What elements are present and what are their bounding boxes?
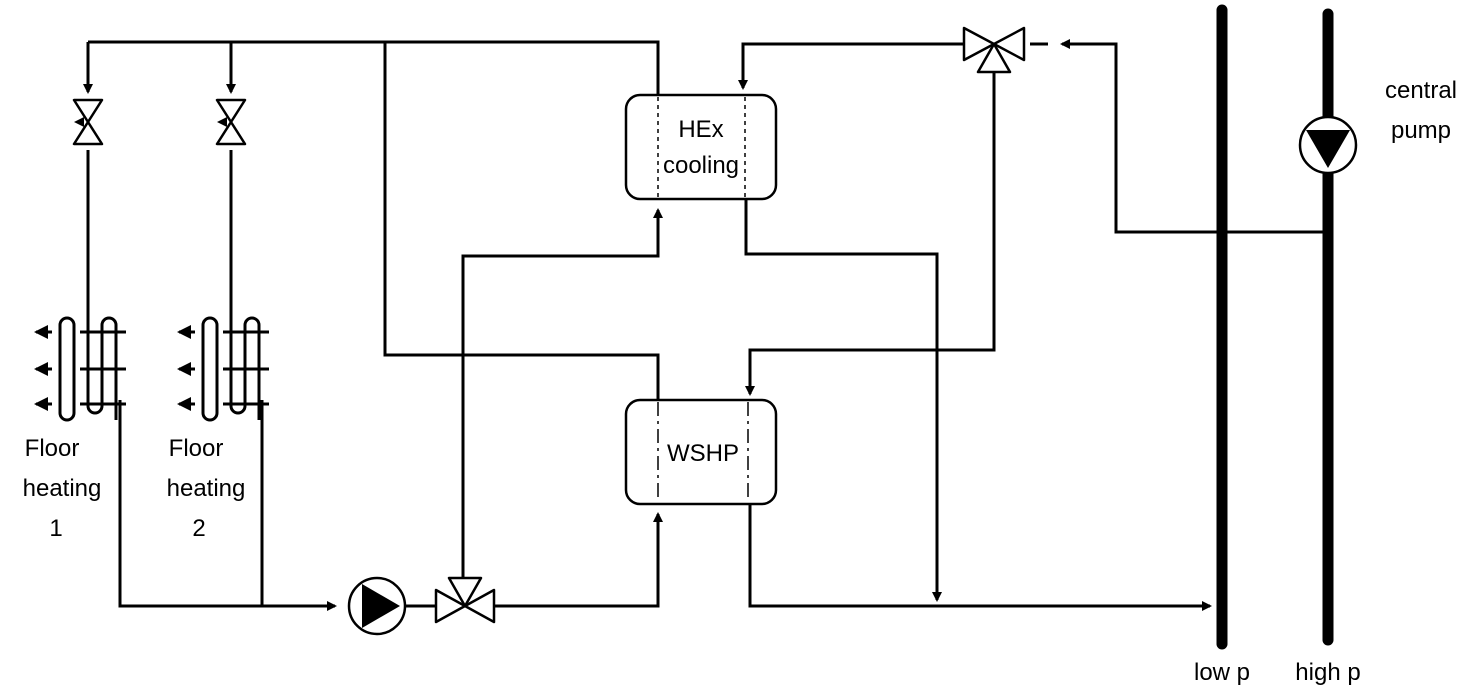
mixing-valve-icon xyxy=(434,576,496,624)
central-pump-label-line1: central xyxy=(1385,77,1457,104)
mixing-valve-to-hex xyxy=(461,208,663,578)
floor1-heating-coil-icon xyxy=(34,316,126,422)
floor1-label-line2: heating xyxy=(23,475,102,502)
hex-cooling-unit xyxy=(624,93,778,201)
high-p-branch-pipe xyxy=(1060,39,1328,234)
circuit-pump-icon xyxy=(347,576,407,636)
floor1-label-line1: Floor xyxy=(25,435,80,462)
wshp-label: WSHP xyxy=(667,440,739,467)
floor2-label-line1: Floor xyxy=(169,435,224,462)
wshp-return-to-low-p xyxy=(748,504,1212,611)
floor2-label-line3: 2 xyxy=(192,515,205,542)
high-p-label: high p xyxy=(1295,659,1360,686)
central-pump-icon xyxy=(1298,115,1358,175)
hex-label-line1: HEx xyxy=(678,116,723,143)
floor2-valve-icon xyxy=(215,98,247,146)
top-supply-pipe xyxy=(88,40,660,95)
hex-return-to-low-p xyxy=(744,198,942,602)
mixing-valve-to-wshp xyxy=(494,512,663,608)
floor1-return-pipe xyxy=(118,400,337,611)
floor1-valve-icon xyxy=(72,98,104,146)
floor2-label-line2: heating xyxy=(167,475,246,502)
wshp-unit xyxy=(624,398,778,506)
floor2-heating-coil-icon xyxy=(177,316,269,422)
wshp-supply-link xyxy=(383,42,660,400)
low-p-label: low p xyxy=(1194,659,1250,686)
hex-label-line2: cooling xyxy=(663,152,739,179)
floor1-label-line3: 1 xyxy=(49,515,62,542)
valve-to-wshp-supply xyxy=(745,72,996,396)
three-way-valve-icon xyxy=(962,26,1026,74)
valve-to-hex-supply xyxy=(738,42,964,90)
central-pump-label-line2: pump xyxy=(1391,117,1451,144)
